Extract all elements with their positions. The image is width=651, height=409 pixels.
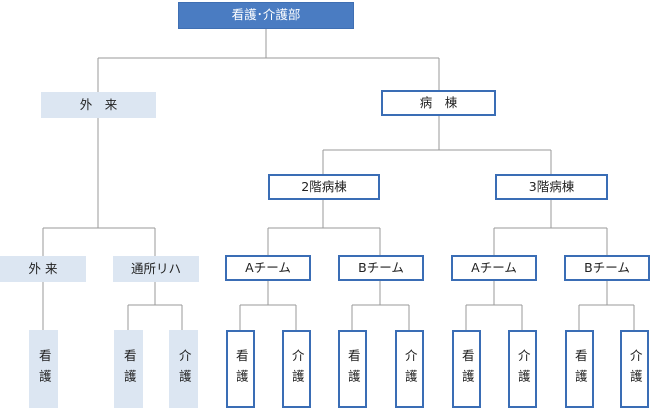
leaf-label: 介護	[515, 348, 531, 390]
floor2-team-a-node: Aチーム	[225, 255, 311, 281]
team-label: Aチーム	[245, 259, 291, 275]
ward-node: 病 棟	[381, 90, 496, 116]
f3b-care-leaf: 介護	[620, 330, 649, 408]
leaf-label: 介護	[289, 348, 305, 390]
f3b-nursing-leaf: 看護	[565, 330, 594, 408]
leaf-label: 看護	[459, 348, 475, 390]
outpatient-clinic-label: 外 来	[28, 260, 58, 276]
team-label: Bチーム	[584, 259, 630, 275]
floor2-team-b-node: Bチーム	[338, 255, 424, 281]
floor-3-label: 3階病棟	[528, 178, 575, 194]
outpatient-label: 外 来	[79, 96, 118, 112]
floor3-team-a-node: Aチーム	[451, 255, 537, 281]
leaf-label: 看護	[233, 348, 249, 390]
f2b-nursing-leaf: 看護	[338, 330, 367, 408]
leaf-label: 看護	[121, 348, 137, 390]
f3a-nursing-leaf: 看護	[452, 330, 481, 408]
outpatient-nursing-leaf: 看護	[29, 330, 58, 408]
team-label: Bチーム	[358, 259, 404, 275]
leaf-label: 看護	[36, 348, 52, 390]
outpatient-node: 外 来	[41, 92, 156, 118]
floor-3-node: 3階病棟	[495, 174, 608, 200]
f3a-care-leaf: 介護	[508, 330, 537, 408]
floor3-team-b-node: Bチーム	[564, 255, 650, 281]
daycare-nursing-leaf: 看護	[114, 330, 143, 408]
leaf-label: 介護	[402, 348, 418, 390]
root-node: 看護･介護部	[178, 2, 354, 29]
leaf-label: 介護	[176, 348, 192, 390]
daycare-rehab-label: 通所リハ	[130, 260, 181, 276]
daycare-care-leaf: 介護	[169, 330, 198, 408]
floor-2-label: 2階病棟	[301, 178, 347, 194]
leaf-label: 看護	[345, 348, 361, 390]
f2a-nursing-leaf: 看護	[226, 330, 255, 408]
leaf-label: 介護	[627, 348, 643, 390]
f2b-care-leaf: 介護	[395, 330, 424, 408]
floor-2-node: 2階病棟	[268, 174, 380, 200]
outpatient-clinic-node: 外 来	[0, 256, 86, 282]
daycare-rehab-node: 通所リハ	[113, 256, 199, 282]
leaf-label: 看護	[572, 348, 588, 390]
ward-label: 病 棟	[419, 94, 458, 110]
root-label: 看護･介護部	[231, 7, 301, 23]
f2a-care-leaf: 介護	[282, 330, 311, 408]
team-label: Aチーム	[471, 259, 517, 275]
